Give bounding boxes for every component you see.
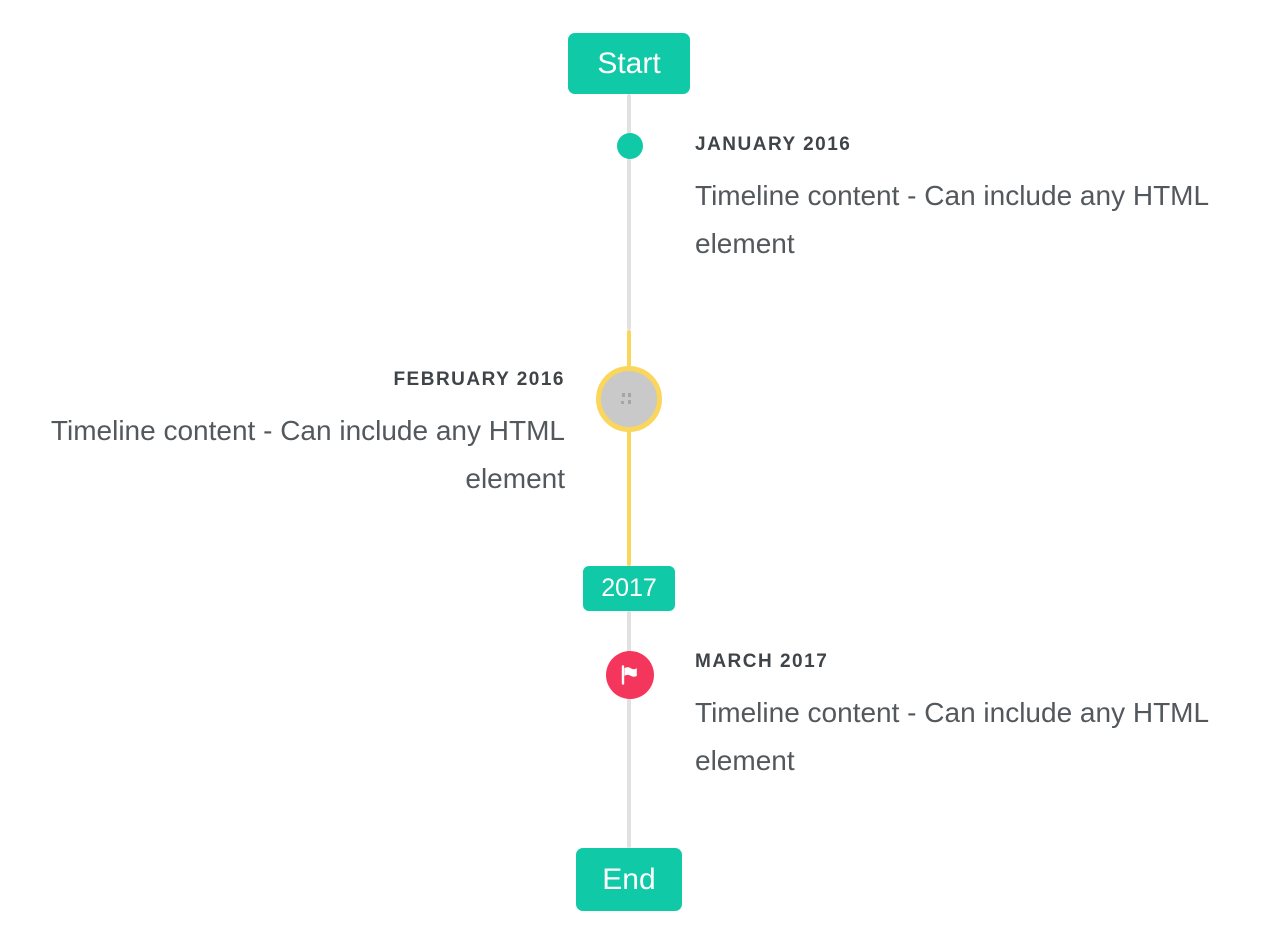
timeline-line-highlighted — [627, 330, 631, 566]
marker-circle-february — [596, 366, 662, 432]
item-content: Timeline content - Can include any HTML … — [50, 415, 565, 494]
timeline-line-bottom — [627, 611, 631, 848]
timeline-item-january: JANUARY 2016 Timeline content - Can incl… — [695, 134, 1230, 268]
timeline-item-february: FEBRUARY 2016 Timeline content - Can inc… — [30, 369, 565, 503]
year-badge[interactable]: 2017 — [583, 566, 675, 611]
item-title: JANUARY 2016 — [695, 134, 852, 155]
timeline-line-top — [627, 94, 631, 330]
broken-image-icon — [620, 392, 638, 407]
end-button[interactable]: End — [576, 848, 682, 911]
item-title: MARCH 2017 — [695, 651, 829, 672]
marker-flag-march — [606, 651, 654, 699]
marker-dot-january — [617, 133, 643, 159]
item-content: Timeline content - Can include any HTML … — [695, 697, 1209, 776]
item-title: FEBRUARY 2016 — [393, 369, 565, 390]
item-content: Timeline content - Can include any HTML … — [695, 180, 1209, 259]
flag-icon — [621, 665, 637, 685]
timeline-item-march: MARCH 2017 Timeline content - Can includ… — [695, 651, 1230, 785]
start-button[interactable]: Start — [568, 33, 690, 94]
